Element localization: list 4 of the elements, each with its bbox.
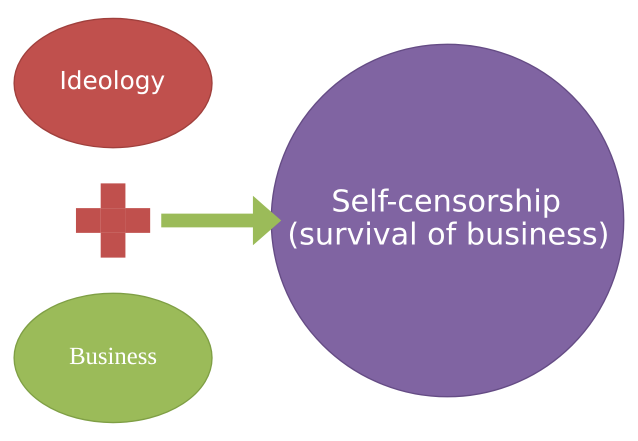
- node-ellipse: Ideology: [13, 18, 213, 148]
- node-circle: Self-censorship (survival of business): [270, 44, 624, 398]
- node-ellipse: Business: [13, 292, 213, 424]
- arrow: [161, 196, 282, 246]
